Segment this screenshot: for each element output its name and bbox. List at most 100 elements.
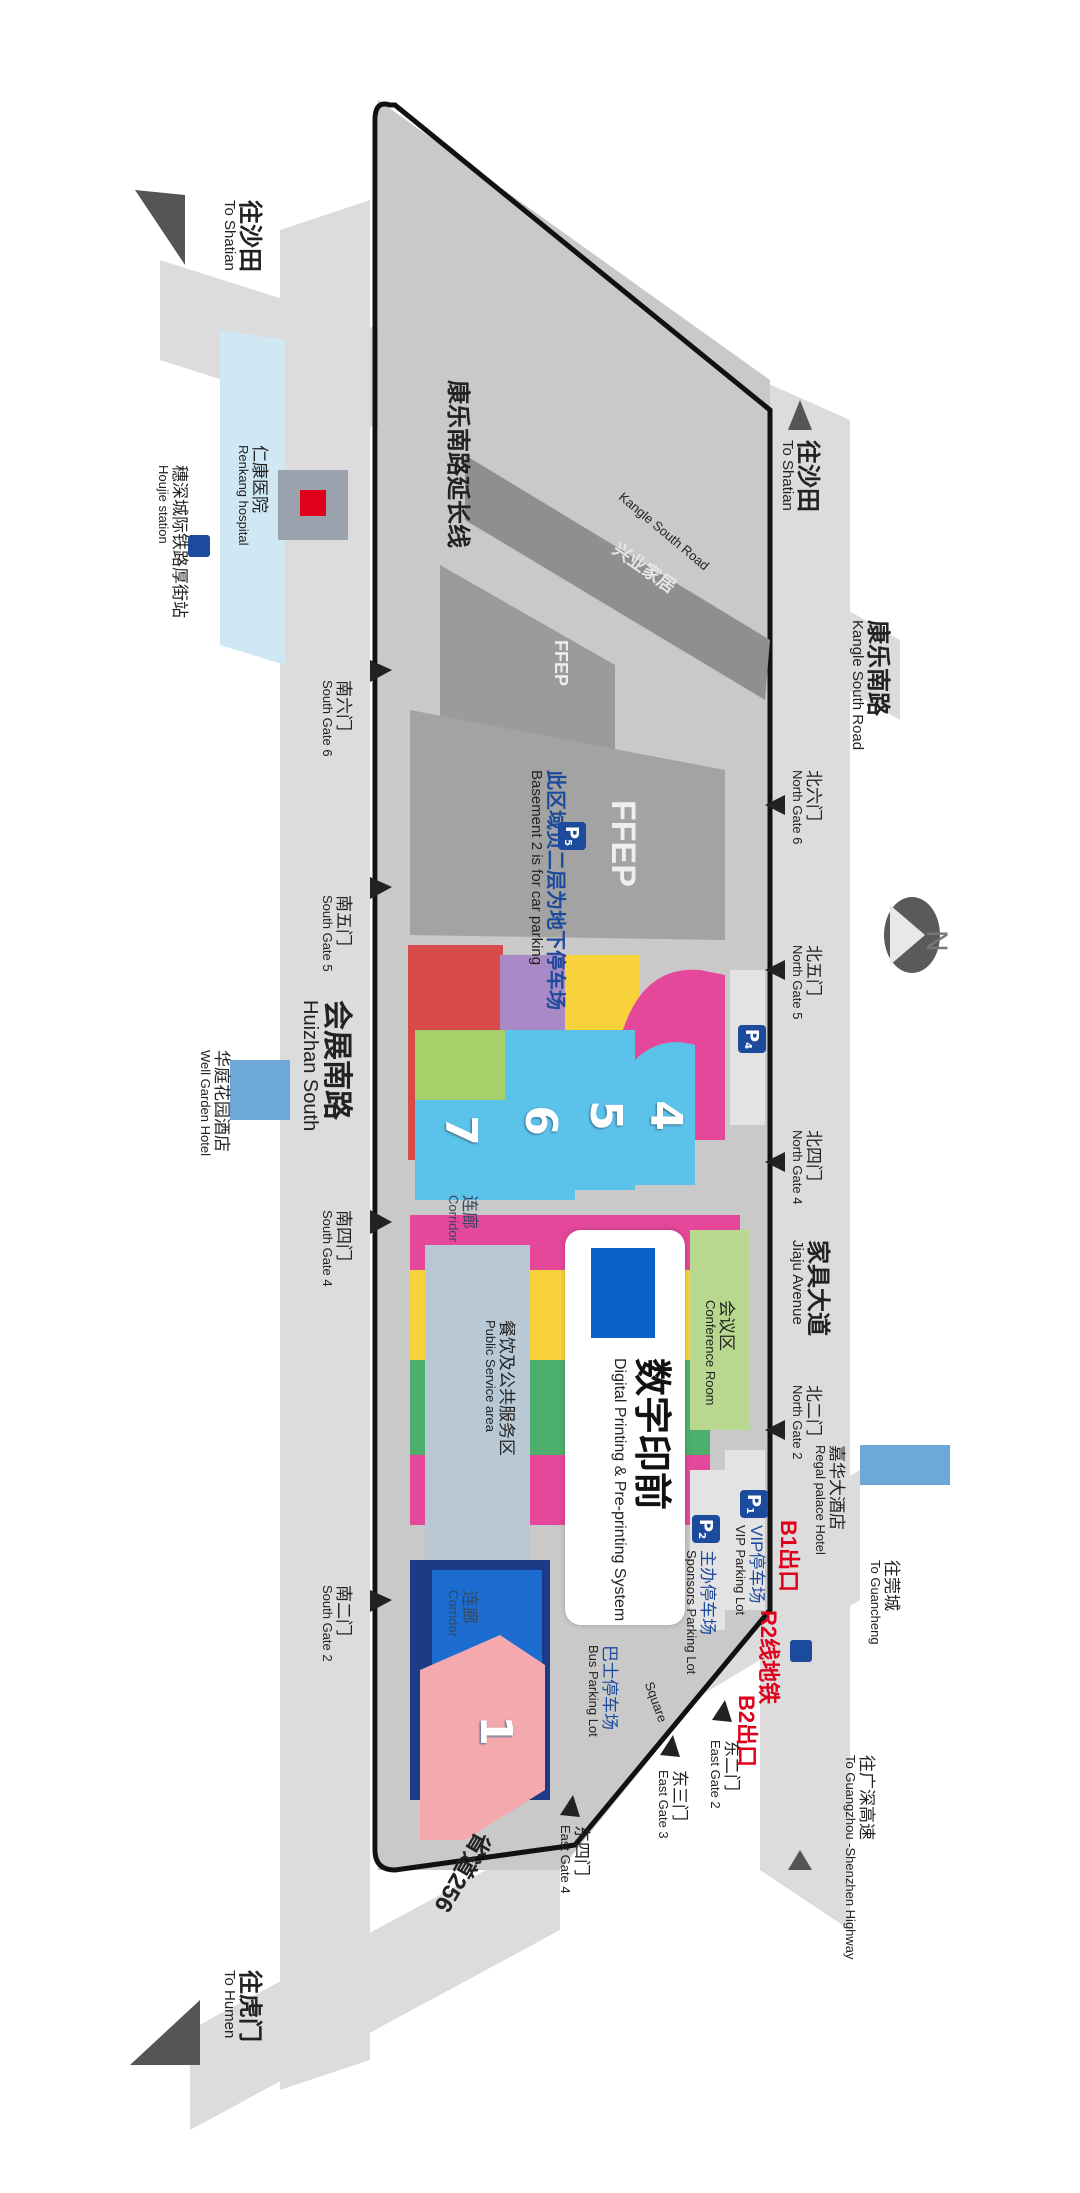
east-gate-3-arrow	[660, 1735, 680, 1757]
houjie-station-label: 穗深城际铁路厚街站 Houjie station	[156, 465, 189, 618]
p2-num: 2	[696, 1532, 708, 1540]
east-gate-2-arrow	[712, 1700, 732, 1722]
to-guancheng-label: 往莞城 To Guancheng	[868, 1560, 901, 1645]
kangle-en: Kangle South Road	[848, 620, 866, 751]
ffep-small-logo: FFEP	[551, 640, 571, 687]
south-gate-6-label: 南六门 South Gate 6	[320, 680, 353, 757]
ng2-cn: 北二门	[804, 1385, 823, 1436]
to-shatian-left-label: 往沙田 To Shatian	[221, 200, 263, 272]
callout-text: 数字印前 Digital Printing & Pre-printing Sys…	[610, 1358, 683, 1621]
to-shatian-right-cn: 往沙田	[794, 440, 821, 512]
north-gate-5-arrow	[765, 960, 785, 980]
bus-en: Bus Parking Lot	[586, 1645, 602, 1737]
compass-needle	[890, 905, 925, 965]
sg5-en: South Gate 5	[320, 895, 336, 972]
p1-num: 1	[744, 1507, 756, 1515]
ng4-cn: 北四门	[804, 1130, 823, 1181]
conference-block	[690, 1230, 750, 1430]
huizhan-cn: 会展南路	[320, 1000, 353, 1120]
south-gate-4-label: 南四门 South Gate 4	[320, 1210, 353, 1287]
guancheng-cn: 往莞城	[882, 1560, 901, 1611]
corridor-top-label: 连廊 Corridor	[446, 1195, 479, 1242]
p2-letter: P	[695, 1518, 717, 1533]
south-gate-4-arrow	[370, 1210, 392, 1234]
north-gate-2-label: 北二门 North Gate 2	[790, 1385, 823, 1460]
houjie-station-icon	[188, 535, 210, 557]
sg5-cn: 南五门	[334, 895, 353, 946]
kangle-ext-cn: 康乐南路延长线	[444, 380, 471, 548]
metro-station-icon	[790, 1640, 812, 1662]
guancheng-en: To Guancheng	[868, 1560, 884, 1645]
p4-letter: P	[741, 1028, 763, 1043]
sg4-en: South Gate 4	[320, 1210, 336, 1287]
b1-exit: B1出口	[776, 1520, 801, 1593]
basement-parking-label: 此区域负二层为地下停车场 Basement 2 is for car parki…	[528, 770, 566, 1010]
vip-en: VIP Parking Lot	[733, 1525, 749, 1616]
north-gate-2-arrow	[765, 1420, 785, 1440]
eg2-en: East Gate 2	[708, 1740, 724, 1809]
corridor-bottom-cn: 连廊	[460, 1590, 479, 1624]
water-area	[220, 330, 285, 665]
renkang-en: Renkang hospital	[236, 445, 252, 546]
eg4-en: East Gate 4	[558, 1825, 574, 1894]
hall-6-number: 6	[514, 1105, 566, 1136]
sponsor-en: Sponsors Parking Lot	[684, 1550, 700, 1675]
corridor-top-cn: 连廊	[460, 1195, 479, 1229]
callout-color-swatch	[591, 1248, 655, 1338]
kangle-south-road-label: 康乐南路 Kangle South Road	[848, 620, 891, 751]
road-south-belt	[280, 200, 370, 2090]
callout-en: Digital Printing & Pre-printing System	[611, 1358, 628, 1622]
vip-cn: VIP停车场	[747, 1525, 766, 1604]
sg2-en: South Gate 2	[320, 1585, 336, 1662]
bus-cn: 巴士停车场	[600, 1645, 619, 1730]
digital-printing-callout[interactable]: 数字印前 Digital Printing & Pre-printing Sys…	[565, 1230, 685, 1625]
north-gate-5-label: 北五门 North Gate 5	[790, 945, 823, 1020]
venue-boundary	[372, 101, 773, 1873]
b2-exit-label: B2出口	[734, 1695, 759, 1768]
b2-exit: B2出口	[734, 1695, 759, 1768]
jiaju-en: Jiaju Avenue	[788, 1240, 806, 1325]
huizhan-en: Huizhan South	[299, 1000, 322, 1132]
regal-en: Regal palace Hotel	[813, 1445, 829, 1555]
eg3-cn: 东三门	[670, 1770, 689, 1821]
to-shatian-left-cn: 往沙田	[236, 200, 263, 272]
south-gate-5-label: 南五门 South Gate 5	[320, 895, 353, 972]
eg4-cn: 东四门	[572, 1825, 591, 1876]
north-gate-4-arrow	[765, 1152, 785, 1172]
jiaju-cn: 家具大道	[804, 1240, 831, 1336]
humen-cn: 往虎门	[236, 1970, 263, 2042]
south-gate-6-arrow	[370, 660, 392, 682]
to-humen-label: 往虎门 To Humen	[220, 1970, 263, 2042]
arrow-to-humen	[130, 2000, 200, 2065]
ffep-main-logo: FFEP	[604, 800, 642, 887]
hall-5-number: 5	[579, 1100, 631, 1131]
south-gate-2-label: 南二门 South Gate 2	[320, 1585, 353, 1662]
conference-en: Conference Room	[703, 1300, 719, 1406]
kangle-ext-label: 康乐南路延长线	[444, 380, 471, 548]
road-kangle-upper	[760, 560, 900, 720]
south-gate-5-arrow	[370, 877, 392, 899]
renkang-hospital-label: 仁康医院 Renkang hospital	[236, 445, 269, 546]
sponsor-cn: 主办停车场	[698, 1550, 717, 1635]
sg2-cn: 南二门	[334, 1585, 353, 1636]
p1-letter: P	[743, 1493, 765, 1508]
hall-1-number: 1	[469, 1715, 521, 1746]
to-gz-highway-label: 往广深高速 To Guangzhou -Shenzhen Highway	[843, 1755, 876, 1960]
humen-en: To Humen	[220, 1970, 238, 2039]
sg6-en: South Gate 6	[320, 680, 336, 757]
ng4-en: North Gate 4	[790, 1130, 806, 1205]
houjie-cn: 穗深城际铁路厚街站	[170, 465, 189, 618]
well-garden-cn: 华庭花园酒店	[212, 1050, 231, 1152]
ng5-en: North Gate 5	[790, 945, 806, 1020]
parking-strip-sponsor	[690, 1470, 725, 1630]
vip-parking-label: VIP停车场 VIP Parking Lot	[733, 1525, 766, 1616]
public-service-label: 餐饮及公共服务区 Public Service area	[483, 1320, 516, 1456]
sg6-cn: 南六门	[334, 680, 353, 731]
basement-en: Basement 2 is for car parking	[528, 770, 545, 966]
corridor-bottom-label: 连廊 Corridor	[446, 1590, 479, 1637]
ng6-en: North Gate 6	[790, 770, 806, 845]
ng2-en: North Gate 2	[790, 1385, 806, 1460]
